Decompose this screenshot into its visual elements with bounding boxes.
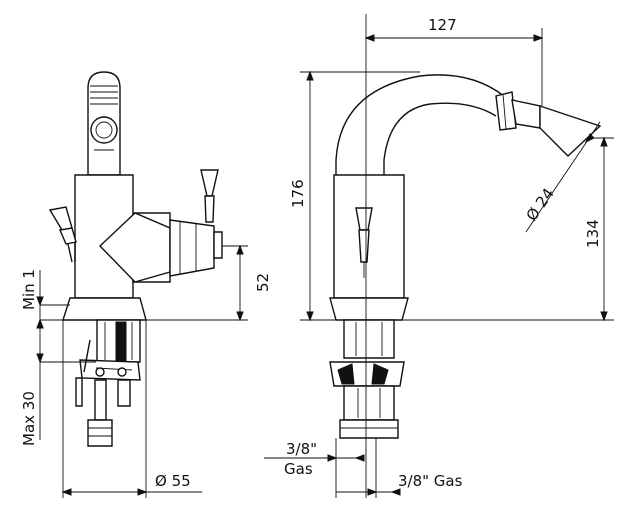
dim-diameter-base-label: Ø 55 — [155, 472, 191, 490]
front-lever-assembly — [99, 169, 223, 283]
pipe-gas-right-label: 3/8" Gas — [398, 472, 463, 490]
front-dimensions: Min 1 Max 30 52 Ø 55 — [20, 244, 272, 498]
dim-min-label: Min 1 — [20, 269, 38, 310]
pipe-gas-word-label: Gas — [284, 460, 313, 478]
front-connectors — [75, 319, 141, 447]
dim-diameter-outlet-label: Ø 24 — [523, 185, 558, 225]
front-view: Min 1 Max 30 52 Ø 55 — [20, 71, 272, 498]
dim-max-label: Max 30 — [20, 391, 38, 446]
dim-176-label: 176 — [289, 179, 307, 208]
front-base — [62, 297, 147, 321]
dim-134-label: 134 — [584, 219, 602, 248]
pipe-gas-size-label: 3/8" — [286, 440, 317, 458]
side-dimensions: 127 176 134 Ø 24 3/8" Gas — [264, 16, 614, 498]
side-spout — [335, 74, 602, 175]
dim-52-label: 52 — [254, 273, 272, 292]
side-connectors — [329, 319, 405, 439]
front-spout-top — [87, 71, 121, 176]
side-base — [329, 297, 409, 321]
dim-127-label: 127 — [428, 16, 457, 34]
front-left-lever — [48, 206, 77, 263]
side-view: 127 176 134 Ø 24 3/8" Gas — [264, 14, 614, 498]
